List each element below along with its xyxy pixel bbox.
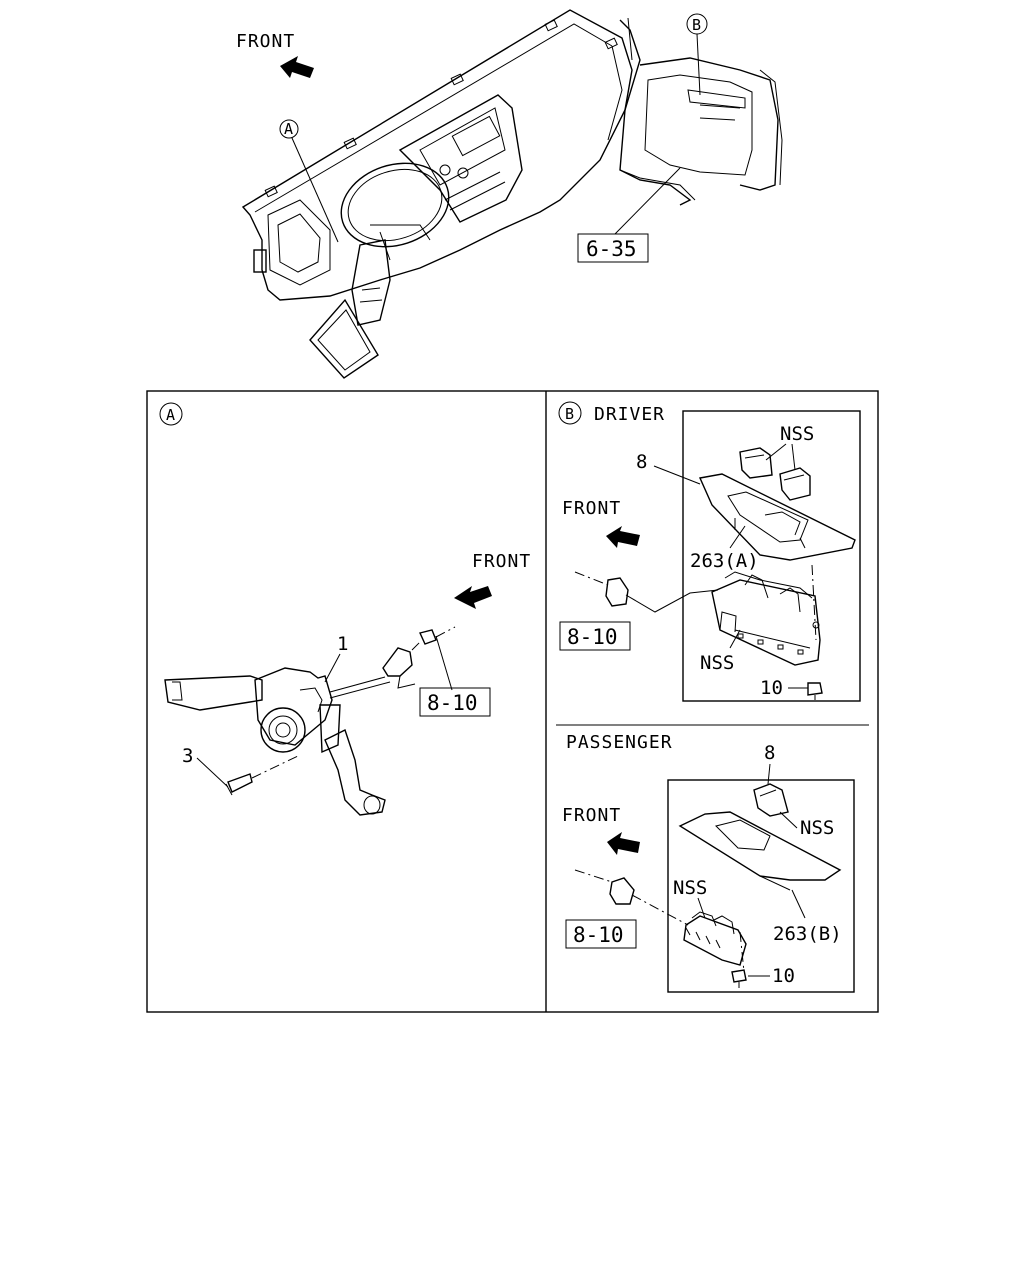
- panel-b-callout: B: [565, 405, 574, 423]
- front-arrow-icon: [454, 586, 492, 609]
- panel-a-callout: A: [166, 406, 175, 424]
- passenger-window-switch: [683, 915, 747, 966]
- nss-switch-knob: [739, 447, 773, 479]
- panel-a: A FRONT 1 3 8-10: [159, 402, 531, 816]
- screw-icon: [807, 682, 823, 696]
- passenger-part-263b-label: 263(B): [773, 923, 842, 945]
- passenger-front-label: FRONT: [562, 805, 621, 826]
- overview-callout-b: B: [686, 13, 708, 96]
- driver-inset-box: [682, 410, 861, 702]
- passenger-part-8-label: 8: [764, 742, 775, 764]
- svg-text:B: B: [692, 16, 701, 34]
- power-window-switch-assembly: [711, 579, 821, 666]
- passenger-nss-left-label: NSS: [673, 877, 707, 899]
- part-1-label: 1: [337, 633, 348, 655]
- driver-ref-box: [559, 621, 631, 651]
- dashboard-outline: [241, 9, 633, 301]
- svg-text:8-10: 8-10: [567, 625, 618, 649]
- driver-nss-top-label: NSS: [780, 423, 814, 445]
- svg-text:8-10: 8-10: [427, 691, 478, 715]
- driver-part-8-label: 8: [636, 451, 647, 473]
- screw-icon: [731, 969, 747, 983]
- svg-text:6-35: 6-35: [586, 237, 637, 261]
- combination-switch-body: [254, 667, 333, 746]
- panel-passenger: PASSENGER FRONT 8 NSS 263(B) NSS 10: [562, 732, 855, 993]
- nss-switch-knob: [753, 783, 789, 817]
- panel-a-front-label: FRONT: [472, 551, 531, 572]
- driver-part-10-label: 10: [760, 677, 783, 699]
- front-arrow-icon: [607, 832, 640, 855]
- panel-b-driver: B DRIVER FRONT NSS 8 263(A): [558, 401, 861, 702]
- steering-wheel: [340, 162, 450, 248]
- passenger-nss-right-label: NSS: [800, 817, 834, 839]
- driver-front-label: FRONT: [562, 498, 621, 519]
- svg-text:A: A: [284, 120, 293, 138]
- switch-bezel-263a: [698, 473, 856, 561]
- driver-nss-bottom-label: NSS: [700, 652, 734, 674]
- svg-text:8-10: 8-10: [573, 923, 624, 947]
- turn-signal-lever: [164, 675, 263, 711]
- passenger-part-10-label: 10: [772, 965, 795, 987]
- front-arrow-icon: [280, 56, 314, 78]
- passenger-ref-box: [565, 919, 637, 949]
- screw-icon: [227, 773, 253, 793]
- detail-frame: [146, 390, 879, 1013]
- driver-part-263a-label: 263(A): [690, 550, 759, 572]
- wiper-lever: [324, 729, 386, 816]
- nss-switch-knob: [779, 467, 811, 501]
- overview-front-label: FRONT: [236, 31, 295, 52]
- passenger-inset-box: [667, 779, 855, 993]
- connector: [382, 647, 413, 677]
- passenger-title: PASSENGER: [566, 732, 673, 753]
- panel-a-ref-box: [419, 687, 491, 717]
- part-3-label: 3: [182, 745, 193, 767]
- front-arrow-icon: [606, 526, 640, 548]
- panel-b-title: DRIVER: [594, 404, 665, 425]
- overview-ref-box: 6-35: [577, 167, 681, 263]
- dashboard-overview: FRONT: [236, 9, 783, 379]
- overview-callout-a: A: [279, 119, 339, 243]
- switch-bezel-263b: [678, 811, 842, 881]
